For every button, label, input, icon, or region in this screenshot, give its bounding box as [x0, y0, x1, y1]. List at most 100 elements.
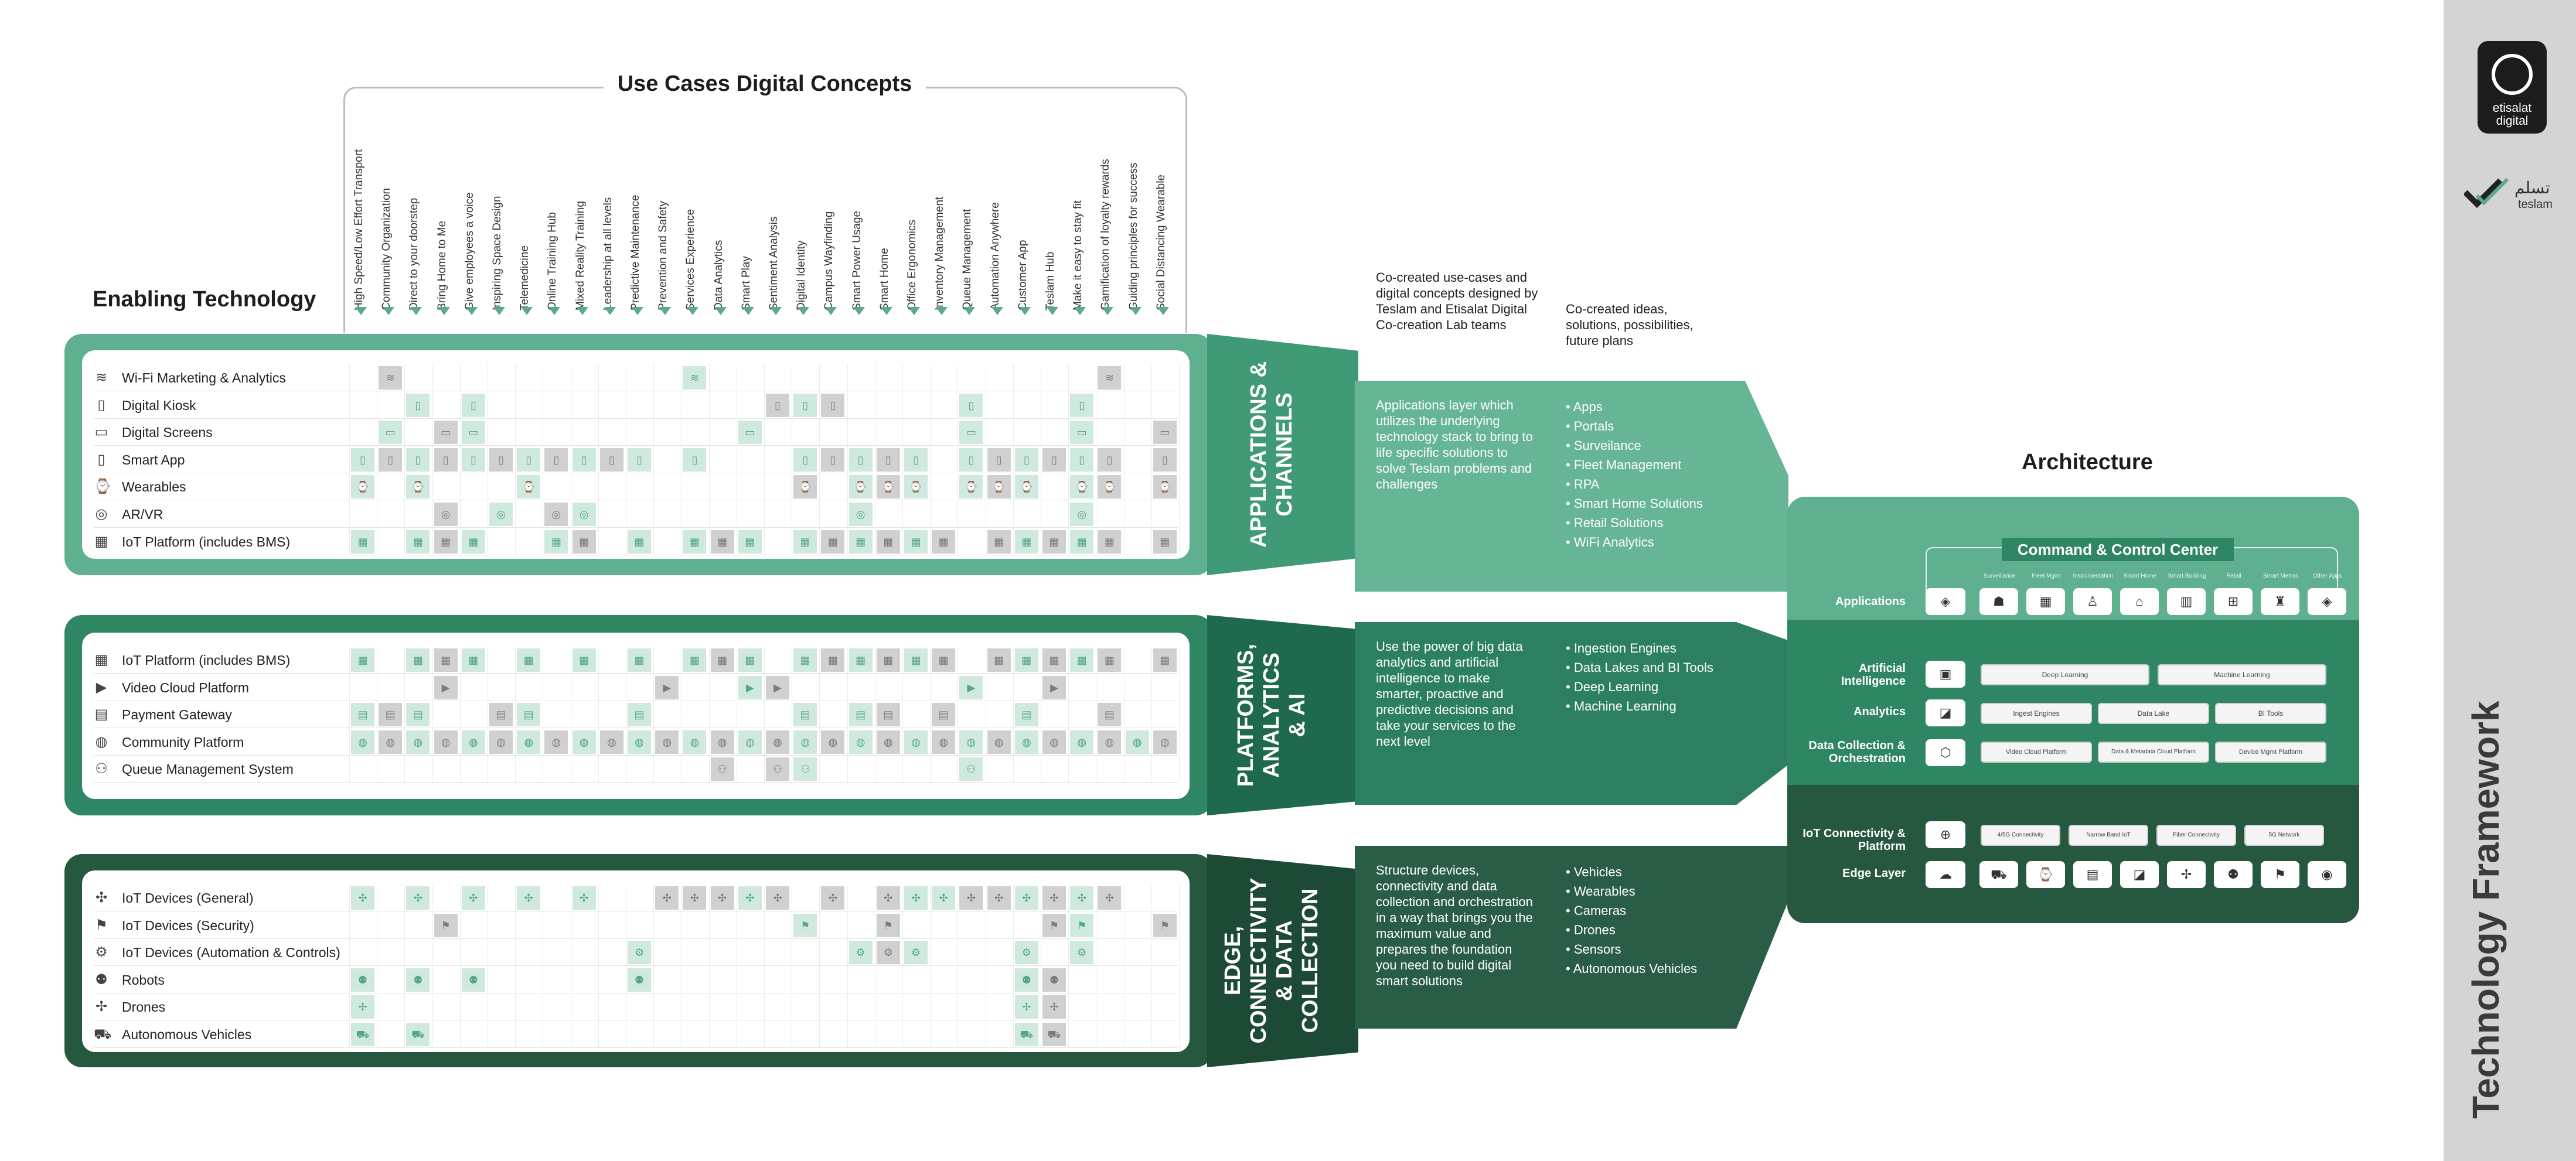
usage-cell: ▦: [710, 530, 734, 554]
data-collection-icon: ⬡: [1926, 739, 1965, 766]
digital-wordmark: digital: [2496, 114, 2529, 128]
technology-table-applications: ≋Wi-Fi Marketing & Analytics≋≋≋▯Digital …: [82, 350, 1190, 559]
usage-cell: ⚇: [710, 757, 734, 781]
table-column-divider: [1068, 647, 1069, 783]
use-case-arrow-icon: [936, 307, 948, 315]
usage-cell: ▦: [987, 648, 1011, 672]
usage-cell: ⌚: [517, 475, 541, 499]
usage-cell: ◍: [987, 730, 1011, 754]
usage-cell: ≋: [683, 366, 707, 390]
use-case-arrow-icon: [659, 307, 672, 315]
table-row: ⛟Autonomous Vehicles⛟⛟⛟⛟: [94, 1021, 1178, 1048]
table-column-divider: [432, 364, 433, 556]
usage-cell: ◎: [489, 503, 513, 526]
bullet-item: • Surveilance: [1566, 438, 1641, 453]
use-case-arrow-icon: [548, 307, 561, 315]
usage-cell: ◍: [1153, 730, 1177, 754]
use-case-label: Automation Anywhere: [989, 202, 1001, 310]
usage-cell: ▯: [572, 448, 596, 472]
section-bullet-list: • Vehicles• Wearables• Cameras• Drones• …: [1566, 862, 1742, 978]
usage-cell: ⌚: [849, 475, 873, 499]
use-case-label: Community Organization: [380, 187, 393, 310]
usage-cell: ⚑: [1153, 913, 1177, 937]
row-divider: [94, 527, 1178, 528]
table-column-divider: [404, 364, 406, 556]
use-case-label: Give employees a voice: [463, 192, 476, 310]
section-arrow-applications: [1207, 334, 1358, 575]
table-column-divider: [819, 885, 820, 1049]
pill-bi-tools: BI Tools: [2215, 703, 2326, 724]
usage-cell: ✣: [1070, 886, 1094, 910]
usage-cell: ✣: [766, 886, 789, 910]
usage-cell: ◍: [599, 730, 623, 754]
usage-cell: ⚇: [793, 757, 817, 781]
use-case-arrow-icon: [825, 307, 837, 315]
table-column-divider: [708, 885, 710, 1049]
use-case-arrow-icon: [963, 307, 976, 315]
use-case-arrow-icon: [742, 307, 754, 315]
row-label: Payment Gateway: [122, 707, 232, 723]
usage-cell: ◍: [683, 730, 707, 754]
ai-chip-icon: ▣: [1926, 661, 1965, 688]
use-case-label: High Speed/Low Effort Transport: [353, 149, 365, 310]
row-label: IoT Devices (General): [122, 890, 254, 906]
table-row: ▦IoT Platform (includes BMS)▦▦▦▦▦▦▦▦▦▦▦▦…: [94, 528, 1178, 555]
table-column-divider: [930, 885, 931, 1049]
usage-cell: ▦: [1070, 648, 1094, 672]
application-caption: Smart Metros: [2262, 573, 2298, 579]
usage-cell: ◍: [849, 730, 873, 754]
section-bullet-list: • Ingestion Engines• Data Lakes and BI T…: [1566, 638, 1742, 716]
use-case-label: Customer App: [1016, 240, 1029, 310]
usage-cell: ▯: [406, 393, 430, 417]
usage-cell: ▦: [876, 648, 900, 672]
table-row: ✢Drones✢✢✢: [94, 993, 1178, 1021]
usage-cell: ✢: [351, 995, 374, 1019]
usage-cell: ▯: [517, 448, 541, 472]
usage-cell: ⌚: [1014, 475, 1038, 499]
usage-cell: ▦: [517, 648, 541, 672]
row-label: Robots: [122, 972, 165, 988]
usage-cell: ⌚: [351, 475, 374, 499]
usage-cell: ◍: [1042, 730, 1066, 754]
usage-cell: ◎: [1070, 503, 1094, 526]
table-column-divider: [1068, 885, 1069, 1049]
table-column-divider: [515, 364, 516, 556]
row-label: IoT Platform (includes BMS): [122, 653, 291, 668]
usage-cell: ▯: [904, 448, 928, 472]
table-column-divider: [1179, 364, 1180, 556]
table-row: ◍Community Platform◍◍◍◍◍◍◍◍◍◍◍◍◍◍◍◍◍◍◍◍◍…: [94, 729, 1178, 756]
usage-cell: ⚑: [1042, 913, 1066, 937]
application-tile-icon: ◈: [2308, 588, 2346, 615]
usage-cell: ⚙: [849, 941, 873, 965]
teslam-latin-text: teslam: [2518, 198, 2553, 211]
bullet-item: • Drones: [1566, 923, 1616, 937]
table-column-divider: [930, 647, 931, 783]
screen-icon: ▭: [94, 424, 108, 441]
usage-cell: ▦: [738, 530, 762, 554]
layer-label-data-collection: Data Collection & Orchestration: [1808, 739, 1906, 765]
bullet-item: • Wearables: [1566, 884, 1635, 899]
usage-cell: ✣: [683, 886, 707, 910]
use-case-arrow-icon: [1074, 307, 1086, 315]
etisalat-ring-icon: [2492, 54, 2533, 95]
usage-cell: ◍: [1098, 730, 1122, 754]
edge-device-tile-icon: ▤: [2073, 861, 2112, 888]
usage-cell: ✣: [1042, 886, 1066, 910]
table-column-divider: [432, 885, 433, 1049]
usage-cell: ✣: [1098, 886, 1122, 910]
usage-cell: ▤: [793, 703, 817, 727]
usage-cell: ▯: [461, 448, 485, 472]
use-case-label: Queue Management: [961, 209, 974, 310]
table-column-divider: [459, 364, 461, 556]
usage-cell: ✣: [932, 886, 956, 910]
usage-cell: ✣: [959, 886, 983, 910]
table-row: ⚇Queue Management System⚇⚇⚇⚇: [94, 756, 1178, 783]
use-case-arrow-icon: [1129, 307, 1142, 315]
edge-device-tile-icon: ⌚: [2026, 861, 2065, 888]
usage-cell: ◎: [572, 503, 596, 526]
usage-cell: ◍: [572, 730, 596, 754]
row-label: Wi-Fi Marketing & Analytics: [122, 370, 286, 385]
table-column-divider: [653, 364, 655, 556]
vr-headset-icon: ◎: [95, 506, 108, 522]
row-label: IoT Devices (Automation & Controls): [122, 945, 340, 961]
